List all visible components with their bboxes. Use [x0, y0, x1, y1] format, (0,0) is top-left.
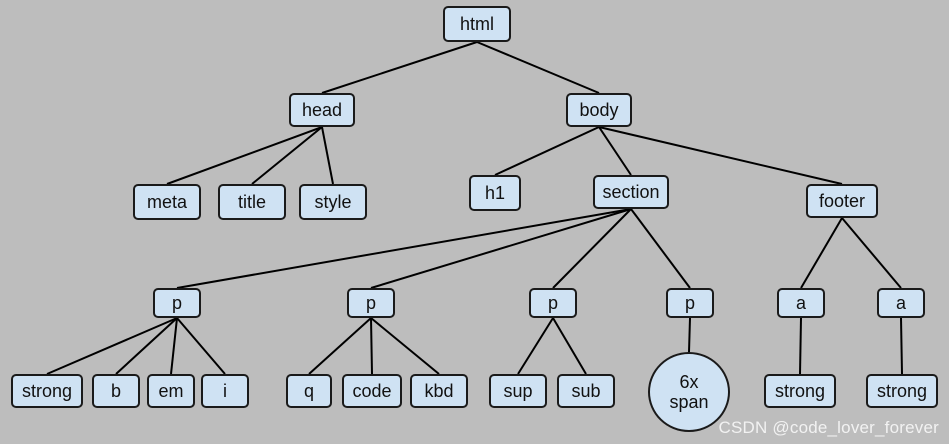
edge-html-body — [476, 41, 600, 94]
edge-p2-code — [370, 317, 373, 375]
node-sup: sup — [489, 374, 547, 408]
node-section: section — [593, 175, 669, 209]
edge-section-p1 — [176, 208, 632, 289]
node-strong-2: strong — [764, 374, 836, 408]
node-p-4: p — [666, 288, 714, 318]
node-style: style — [299, 184, 367, 220]
node-code: code — [342, 374, 402, 408]
node-h1: h1 — [469, 175, 521, 211]
edge-body-footer — [598, 126, 843, 185]
node-sub: sub — [557, 374, 615, 408]
node-head: head — [289, 93, 355, 127]
node-html: html — [443, 6, 511, 42]
edge-p4-span — [688, 317, 691, 353]
node-i: i — [201, 374, 249, 408]
node-p-1: p — [153, 288, 201, 318]
span-count-label: 6x — [679, 372, 699, 392]
edge-p2-kbd — [370, 317, 440, 375]
edge-p3-sub — [552, 317, 587, 375]
edge-head-meta — [166, 126, 323, 185]
watermark-text: CSDN @code_lover_forever — [718, 418, 939, 437]
edge-p1-b — [115, 317, 178, 375]
node-strong-3: strong — [866, 374, 938, 408]
edge-head-style — [321, 126, 334, 185]
edge-p1-em — [170, 317, 178, 375]
edge-section-p4 — [630, 208, 691, 289]
edge-p1-strong1 — [46, 317, 178, 375]
node-b: b — [92, 374, 140, 408]
edge-section-p3 — [552, 208, 632, 289]
edge-html-head — [321, 41, 478, 94]
node-q: q — [286, 374, 332, 408]
edge-footer-a1 — [800, 217, 843, 289]
edge-body-h1 — [494, 126, 600, 176]
node-footer: footer — [806, 184, 878, 218]
node-title: title — [218, 184, 286, 220]
edge-p2-q — [308, 317, 372, 375]
node-p-2: p — [347, 288, 395, 318]
edge-body-section — [598, 126, 632, 176]
node-a-1: a — [777, 288, 825, 318]
edge-p1-i — [176, 317, 226, 375]
node-span-circle: 6x span — [648, 352, 730, 432]
node-a-2: a — [877, 288, 925, 318]
edge-section-p2 — [370, 208, 632, 289]
edge-a1-strong2 — [799, 317, 802, 375]
edge-footer-a2 — [841, 217, 902, 289]
node-p-3: p — [529, 288, 577, 318]
edge-head-title — [251, 126, 323, 185]
edge-p3-sup — [517, 317, 554, 375]
node-body: body — [566, 93, 632, 127]
node-em: em — [147, 374, 195, 408]
edge-a2-strong3 — [900, 317, 903, 375]
span-label: span — [669, 392, 709, 412]
node-strong-1: strong — [11, 374, 83, 408]
node-meta: meta — [133, 184, 201, 220]
node-kbd: kbd — [410, 374, 468, 408]
